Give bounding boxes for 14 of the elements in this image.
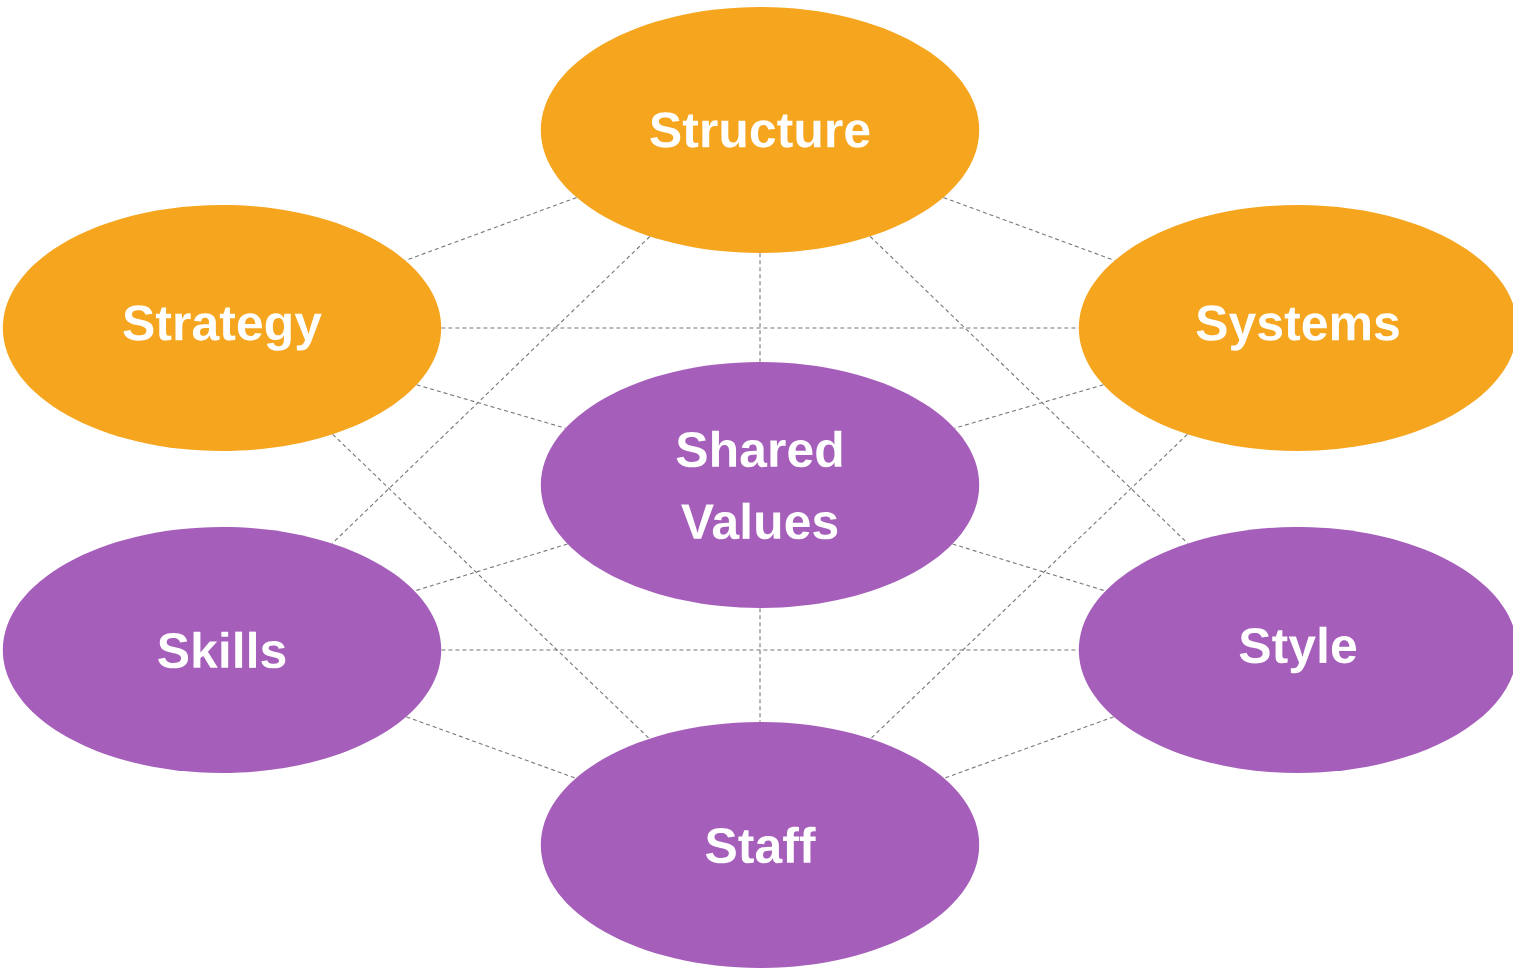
connector-line — [440, 327, 1080, 329]
connector-line — [440, 649, 1080, 651]
connector-line — [869, 235, 1189, 544]
connector-line — [405, 716, 577, 779]
connector-line — [954, 384, 1104, 429]
connector-line — [416, 384, 566, 429]
connector-line — [870, 433, 1188, 740]
connector-line — [331, 235, 651, 544]
connector-line — [952, 543, 1106, 592]
connector-line — [759, 607, 761, 723]
connector-line — [414, 543, 568, 592]
connector-line — [759, 252, 761, 363]
connector-line — [332, 433, 650, 740]
connector-line — [943, 716, 1115, 779]
